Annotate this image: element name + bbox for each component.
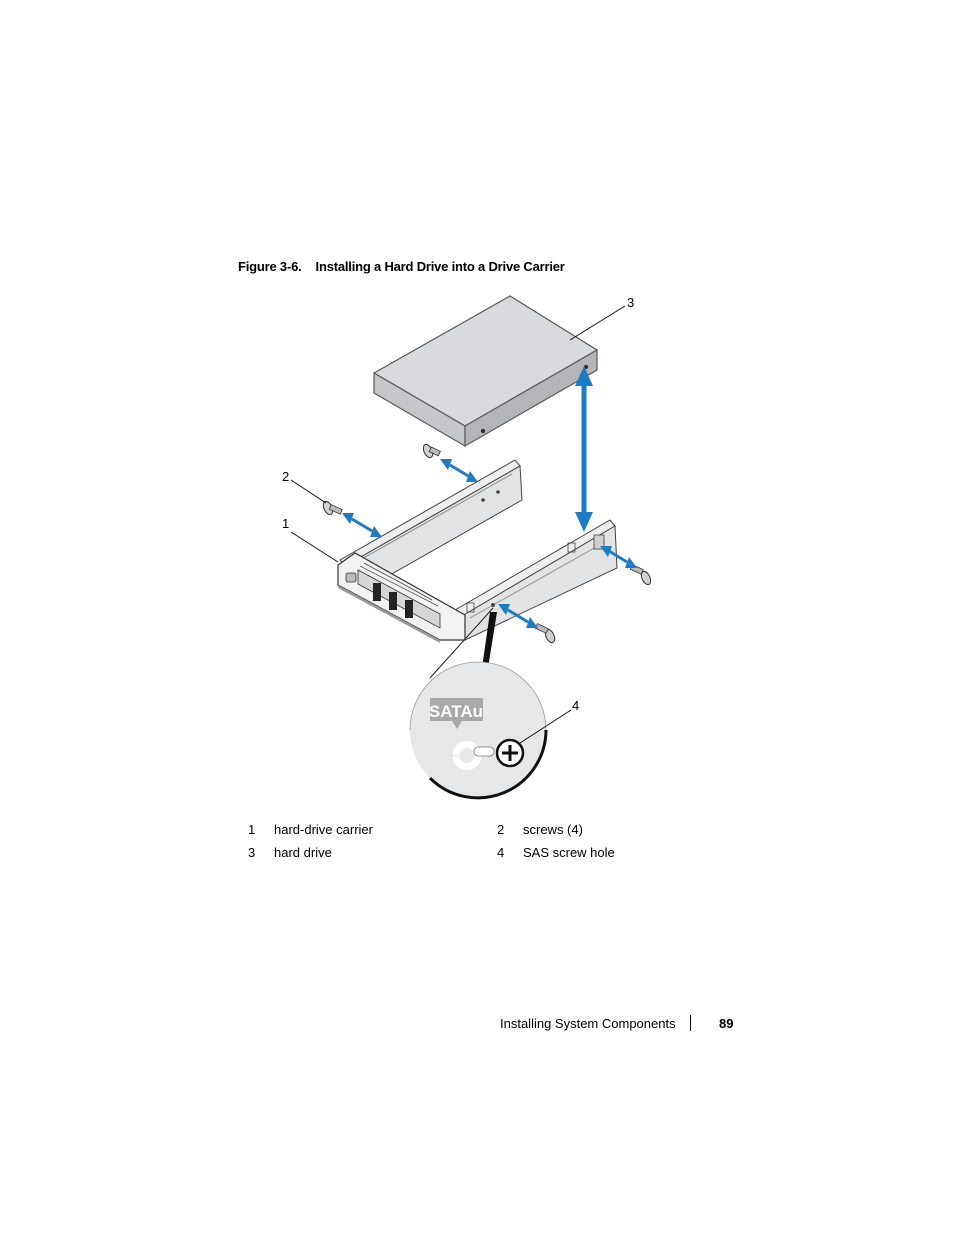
figure-legend: 1 hard-drive carrier 2 screws (4) 3 hard… <box>238 822 738 868</box>
figure-caption: Figure 3-6. Installing a Hard Drive into … <box>238 259 565 274</box>
legend-text: screws (4) <box>523 822 583 837</box>
footer-section-title: Installing System Components <box>500 1016 676 1031</box>
callout-4: 4 <box>572 698 579 713</box>
satau-label: SATAu <box>429 702 483 721</box>
screw-bottom <box>534 623 556 644</box>
hard-drive <box>372 295 599 448</box>
legend-number: 4 <box>497 845 505 860</box>
screw-top <box>422 443 441 459</box>
callout-1: 1 <box>282 516 289 531</box>
legend-number: 2 <box>497 822 505 837</box>
hard-drive-carrier <box>337 459 618 643</box>
legend-text: SAS screw hole <box>523 845 615 860</box>
legend-text: hard-drive carrier <box>274 822 373 837</box>
screw-hole-inset: SATAu <box>409 607 548 800</box>
callout-2: 2 <box>282 469 289 484</box>
legend-row: 3 hard drive 4 SAS screw hole <box>238 845 738 868</box>
installation-arrows <box>342 366 637 628</box>
legend-number: 1 <box>248 822 256 837</box>
screw-left <box>322 500 343 516</box>
footer-divider <box>690 1015 691 1031</box>
callout-leaders <box>290 305 626 744</box>
satau-badge <box>430 698 483 729</box>
page-number: 89 <box>719 1016 734 1031</box>
hard-drive-install-illustration: SATAu 1 2 3 4 <box>282 295 652 800</box>
figure-number: Figure 3-6. <box>238 259 302 274</box>
legend-number: 3 <box>248 845 256 860</box>
callout-3: 3 <box>627 295 634 310</box>
legend-row: 1 hard-drive carrier 2 screws (4) <box>238 822 738 845</box>
figure-title: Installing a Hard Drive into a Drive Car… <box>315 259 565 274</box>
legend-text: hard drive <box>274 845 332 860</box>
